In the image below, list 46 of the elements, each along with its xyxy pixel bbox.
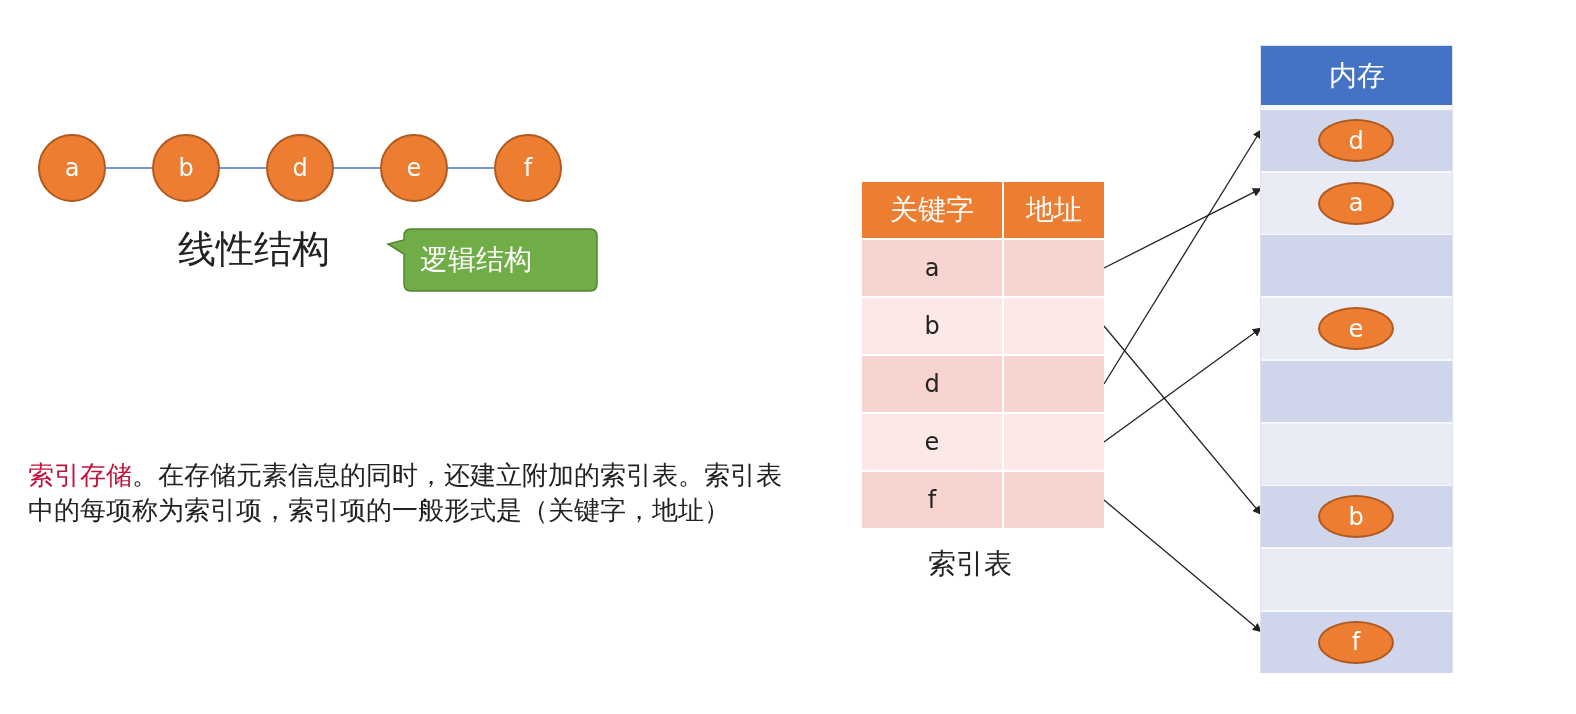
table-cell: a: [862, 240, 1002, 296]
table-cell: f: [862, 472, 1002, 528]
memory-cell: [1261, 486, 1452, 548]
memory-cell: [1261, 172, 1452, 234]
arrow: [1103, 327, 1262, 443]
arrow: [1103, 325, 1262, 515]
table-cell: e: [862, 414, 1002, 470]
element-ellipse: f: [1318, 620, 1394, 664]
memory-cell: [1261, 548, 1452, 610]
memory-cell: [1261, 611, 1452, 673]
table-cell: [1004, 240, 1104, 296]
table-cell: [1004, 414, 1104, 470]
node-circle: e: [380, 134, 448, 202]
element-ellipse: a: [1318, 181, 1394, 225]
connector-line: [333, 167, 381, 169]
connector-line: [447, 167, 495, 169]
memory-cell: [1261, 298, 1452, 360]
memory-cell: [1261, 360, 1452, 422]
node-circle: a: [38, 134, 106, 202]
table-cell: [1004, 298, 1104, 354]
callout-bubble: 逻辑结构: [386, 228, 598, 292]
node-circle: d: [266, 134, 334, 202]
table-cell: d: [862, 356, 1002, 412]
table-header-cell: 关键字: [862, 182, 1002, 238]
column-header: 内存: [1261, 46, 1452, 105]
memory-cell: [1261, 110, 1452, 171]
element-ellipse: d: [1318, 119, 1394, 162]
table-cell: [1004, 472, 1104, 528]
table-caption: 索引表: [928, 546, 1013, 582]
element-ellipse: e: [1318, 307, 1394, 351]
arrow: [1103, 188, 1262, 269]
table-cell: [1004, 356, 1104, 412]
element-ellipse: b: [1318, 495, 1394, 539]
table-header-cell: 地址: [1004, 182, 1104, 238]
arrow: [1103, 129, 1262, 385]
arrow: [1103, 499, 1262, 633]
memory-column: [1260, 45, 1453, 673]
node-circle: b: [152, 134, 220, 202]
structure-caption: 线性结构: [178, 226, 331, 273]
connector-line: [219, 167, 267, 169]
table-cell: b: [862, 298, 1002, 354]
description-paragraph: 索引存储。在存储元素信息的同时，还建立附加的索引表。索引表中的每项称为索引项，索引项的一般形式是（关键字，地址）: [28, 459, 783, 528]
connector-line: [105, 167, 153, 169]
memory-cell: [1261, 423, 1452, 485]
memory-cell: [1261, 235, 1452, 297]
node-circle: f: [494, 134, 562, 202]
